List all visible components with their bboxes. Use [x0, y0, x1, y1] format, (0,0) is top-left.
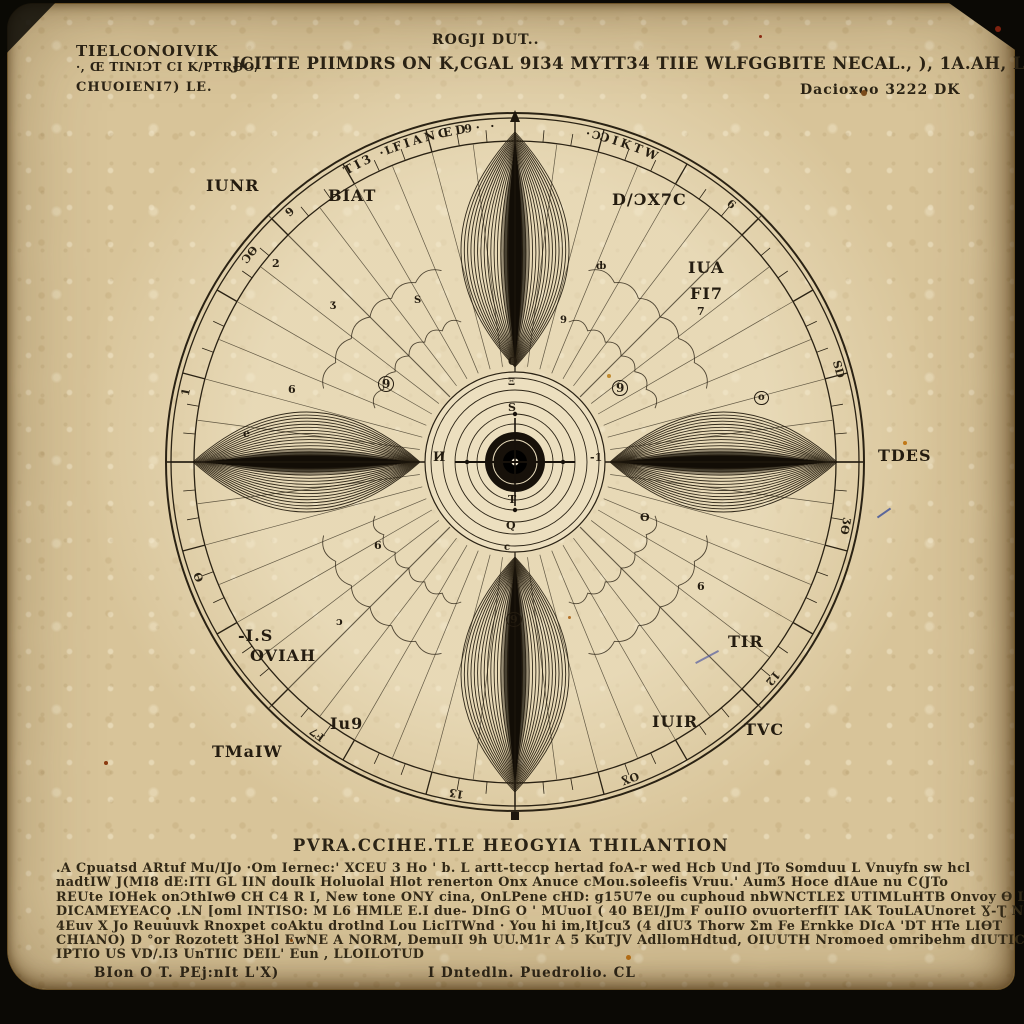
paper-speck	[759, 35, 762, 38]
caption-paragraph: .A Cpuatsd ARtuf Mu/IJo ·Om Iernec:' XCE…	[56, 861, 1024, 963]
figure-glyph: O	[508, 355, 518, 368]
figure-label-tdes: TDES	[878, 446, 932, 465]
figure-label-iunr: IUNR	[206, 176, 260, 195]
figure-glyph: 9	[612, 380, 629, 396]
figure-label-tmaiw: TMaIW	[212, 742, 283, 761]
paper-speck	[626, 955, 631, 960]
caption-line: IPTIO US VD/.I3 UnTIIC DEIL' Eun , LLOIL…	[56, 947, 425, 963]
figure-label-iuir: IUIR	[652, 712, 699, 731]
figure-label-tvc: TVC	[744, 720, 785, 739]
caption-line: nadtIW J(MI8 dE:ITI GL IIN douIk Holuola…	[56, 875, 949, 891]
svg-text:9: 9	[283, 205, 297, 220]
figure-glyph: 2	[272, 257, 280, 270]
figure-label-iu9: Iu9	[330, 714, 364, 733]
svg-text:Ɔ: Ɔ	[591, 128, 603, 143]
figure-glyph: И	[433, 450, 446, 465]
figure-glyph: Q	[506, 519, 516, 532]
svg-text:ƷƟ: ƷƟ	[837, 517, 853, 536]
paper-speck	[104, 761, 108, 765]
paper-speck	[861, 90, 867, 96]
figure-label-dxc: D/ƆX7C	[612, 190, 687, 209]
svg-text:F7: F7	[307, 724, 327, 744]
figure-glyph: 9	[560, 315, 567, 326]
svg-text:ƆƟ: ƆƟ	[239, 243, 261, 266]
figure-glyph: S	[414, 295, 422, 306]
caption-line: REUte IOHek onƆthIwƟ CH C4 R I, New tone…	[56, 889, 1024, 905]
paper-speck	[607, 374, 611, 378]
svg-text:SD: SD	[830, 359, 847, 380]
header-left-subline: ·, Œ TINIƆT CI K/PTRƏO/ ·	[76, 60, 269, 74]
svg-text:1: 1	[179, 387, 193, 397]
figure-glyph: 6	[697, 580, 705, 593]
figure-glyph: o	[754, 391, 769, 405]
caption-line: CHIANO) D °or Rozotett 3Hol EwNE A NORM,…	[56, 933, 1024, 949]
figure-label-is: -I.S	[238, 626, 274, 645]
figure-glyph: Ɵ	[640, 511, 650, 524]
caption-footer-center: I Dntedln. Puedrolio. CL	[428, 964, 636, 981]
figure-glyph: 9	[506, 612, 522, 627]
header-left-line3: CHUOIENI7) LE.	[76, 80, 213, 95]
figure-label-fi7: FI7	[690, 284, 723, 303]
paper-speck	[568, 616, 571, 619]
figure-glyph: Ξ	[508, 377, 516, 388]
paper-speck	[166, 917, 169, 920]
svg-text:OƔ: OƔ	[619, 769, 641, 788]
caption-title: PVRA.CCIHE.TLE HEOGYIA THILANTION	[292, 836, 730, 855]
svg-text:TI3 · FIANŒD · ·: TI3 · FIANŒD · ·	[341, 119, 498, 178]
header-main-line: JCITTE PIIMDRS ON K,CGAL 9I34 MYTT34 TII…	[232, 54, 1024, 73]
figure-glyph: 6	[288, 383, 296, 396]
paper-speck	[903, 441, 907, 445]
caption-block: PVRA.CCIHE.TLE HEOGYIA THILANTION .A Cpu…	[56, 836, 1024, 983]
figure-glyph: ȸ	[596, 261, 607, 272]
figure-label-iua: IUA	[688, 258, 725, 277]
paper-speck	[995, 26, 1001, 32]
header-left-title: TIELCONOIVIK	[76, 42, 219, 60]
caption-footer: BIon O T. PEj:nIt L'X) I Dntedln. Puedro…	[56, 965, 966, 983]
svg-text:1Ʒ: 1Ʒ	[448, 786, 465, 801]
rim-text-left: TI3 · FIANŒD · ·	[341, 119, 495, 178]
figure-glyph: Ʒ	[330, 301, 337, 312]
figure-glyph: e	[243, 427, 250, 440]
svg-text:9: 9	[463, 122, 472, 136]
figure-glyph: c	[504, 542, 511, 553]
figure-label-tir: TIR	[728, 632, 764, 651]
figure-label-oviah: OVIAH	[250, 646, 317, 665]
figure-glyph: 6	[374, 539, 382, 552]
svg-text:12: 12	[763, 668, 783, 688]
header-right-note: Dacioxoo 3222 DK	[800, 82, 961, 98]
figure-glyph: S	[508, 401, 516, 414]
figure-glyph: 9	[378, 376, 395, 392]
figure-label-biat: BIAT	[328, 186, 377, 205]
caption-footer-left: BIon O T. PEj:nIt L'X)	[94, 964, 280, 981]
paper-speck	[290, 939, 293, 942]
figure-glyph: ɔ	[336, 615, 343, 628]
caption-line: DICAMEYEACO .LN [oml INTISO: M L6 HMLE E…	[56, 904, 1024, 920]
svg-text:Ɵ: Ɵ	[191, 570, 207, 584]
figure-glyph: 7	[697, 305, 705, 318]
figure-glyph: T	[508, 493, 517, 506]
caption-line: 4Euv X Jo Reuuuvk Rnoxpet coAktu drotlnd…	[56, 918, 1003, 934]
figure-glyph: -1	[590, 451, 603, 464]
caption-line: .A Cpuatsd ARtuf Mu/IJo ·Om Iernec:' XCE…	[56, 861, 971, 876]
header-top-center: ROGJI DUT..	[432, 32, 540, 48]
